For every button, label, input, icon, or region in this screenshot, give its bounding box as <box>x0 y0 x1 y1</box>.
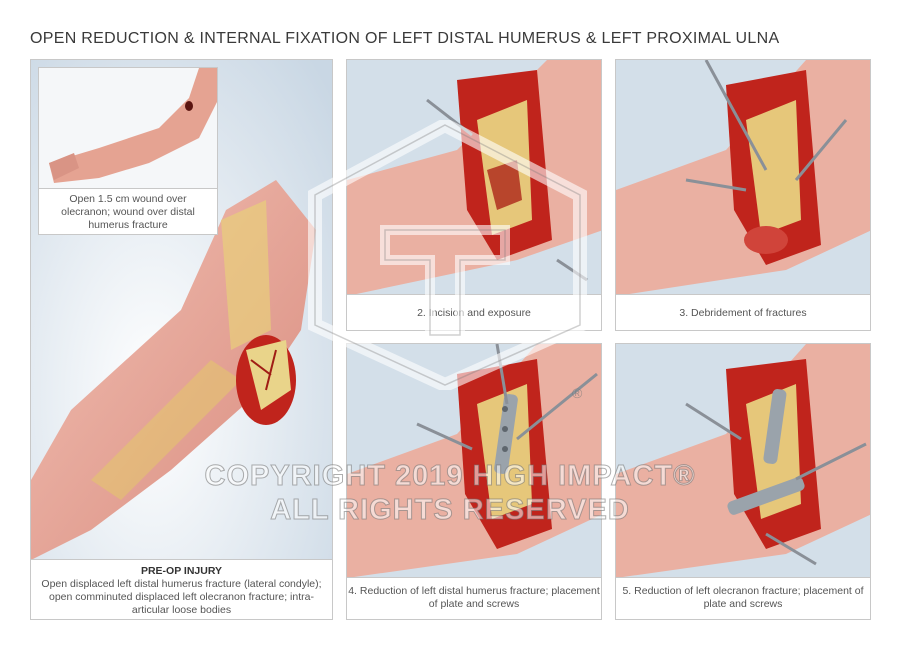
debridement-illustration <box>616 60 870 296</box>
panel-humerus-fixation: 4. Reduction of left distal humerus frac… <box>346 343 602 620</box>
pre-op-heading: PRE-OP INJURY <box>140 565 223 577</box>
panel-olecranon-fixation: 5. Reduction of left olecranon fracture;… <box>615 343 871 620</box>
olecranon-plate-illustration <box>616 344 870 578</box>
panel-caption: 4. Reduction of left distal humerus frac… <box>347 577 601 619</box>
panel-incision-exposure: 2. Incision and exposure <box>346 59 602 331</box>
incision-illustration <box>347 60 601 296</box>
humerus-plate-illustration <box>347 344 601 578</box>
inset-wound-closeup: Open 1.5 cm wound over olecranon; wound … <box>38 67 218 235</box>
panel-debridement: 3. Debridement of fractures <box>615 59 871 331</box>
page-title: OPEN REDUCTION & INTERNAL FIXATION OF LE… <box>30 30 780 47</box>
pre-op-caption-text: Open displaced left distal humerus fract… <box>41 578 322 616</box>
panel-caption: PRE-OP INJURY Open displaced left distal… <box>31 559 332 619</box>
inset-caption: Open 1.5 cm wound over olecranon; wound … <box>39 188 217 234</box>
inset-arm-illustration <box>39 68 217 188</box>
panel-pre-op-injury: Open 1.5 cm wound over olecranon; wound … <box>30 59 333 620</box>
watermark-registered-mark: ® <box>572 385 583 401</box>
panel-caption: 3. Debridement of fractures <box>616 294 870 330</box>
panel-caption: 5. Reduction of left olecranon fracture;… <box>616 577 870 619</box>
panel-caption: 2. Incision and exposure <box>347 294 601 330</box>
